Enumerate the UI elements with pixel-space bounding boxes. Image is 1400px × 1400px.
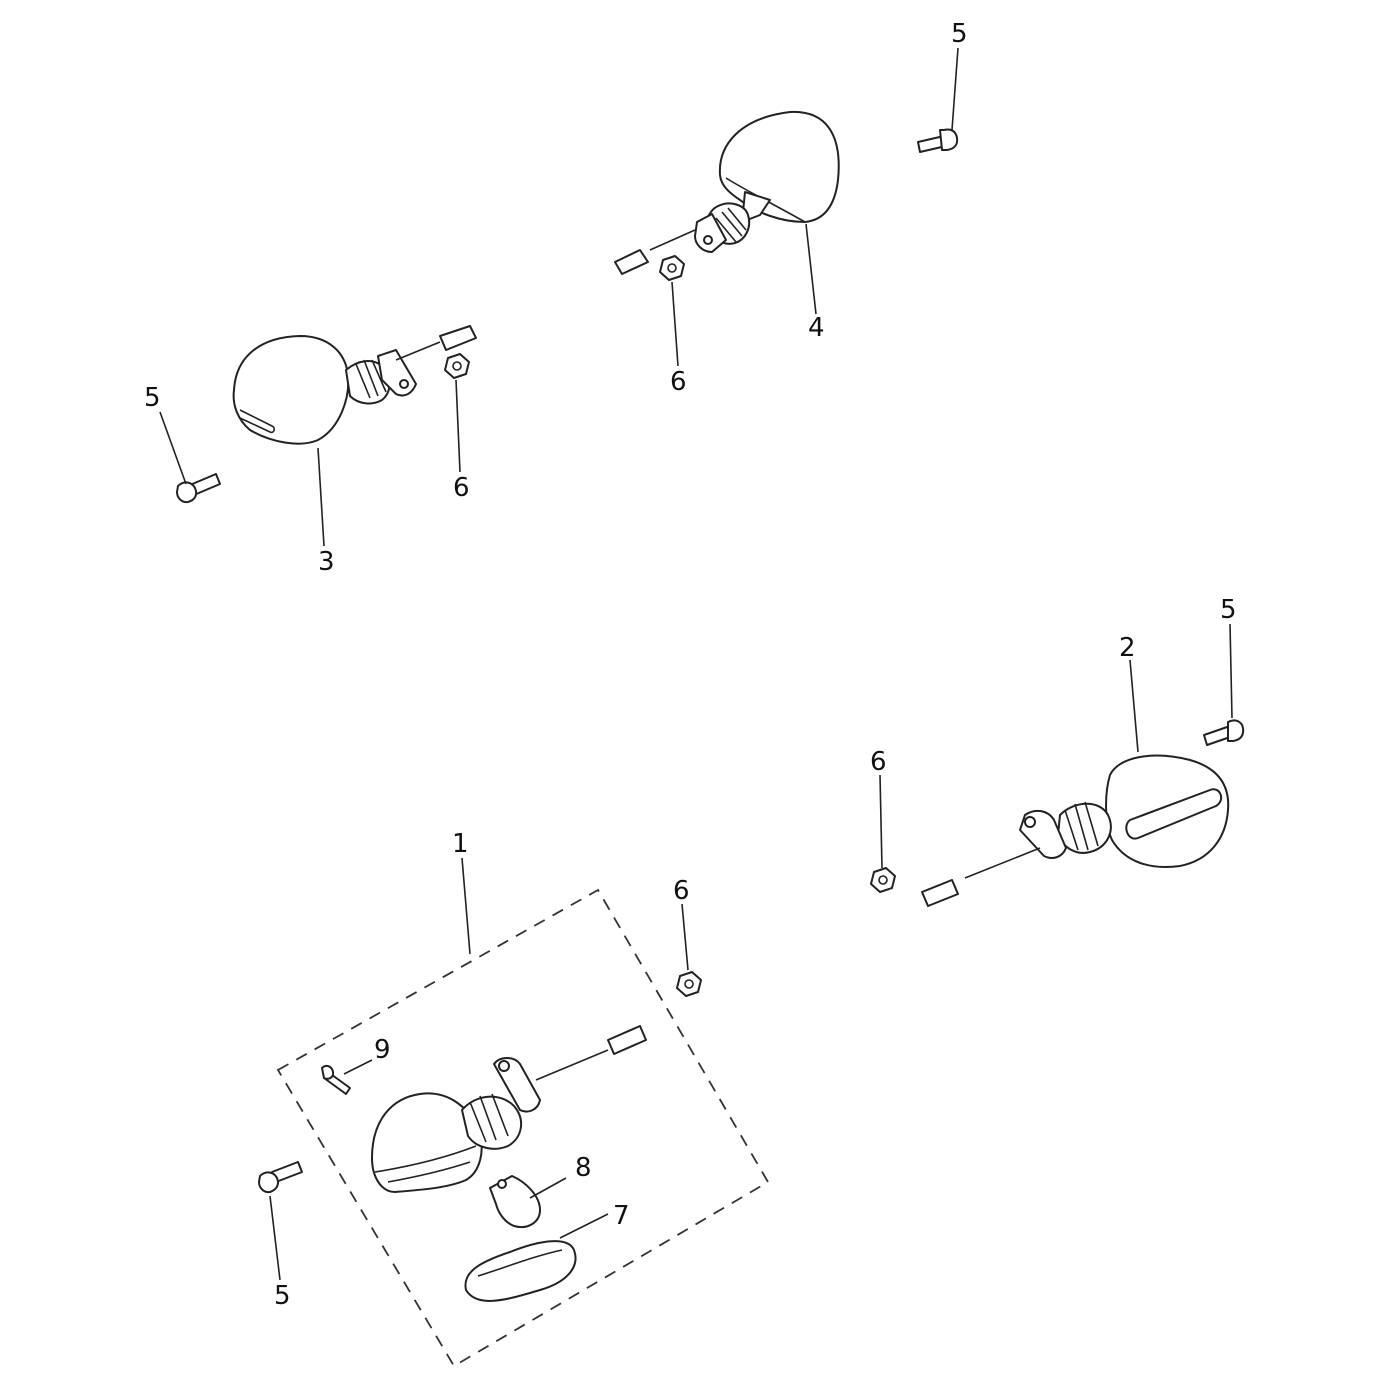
callout-5-left: 5 bbox=[144, 383, 161, 413]
nut-6-lower bbox=[676, 971, 702, 997]
bolt-5-top bbox=[917, 128, 959, 153]
callout-6-top: 6 bbox=[670, 367, 687, 397]
callout-1: 1 bbox=[452, 829, 469, 859]
callout-5-right: 5 bbox=[1220, 595, 1237, 625]
callout-6-lower: 6 bbox=[673, 876, 690, 906]
callout-9: 9 bbox=[374, 1035, 391, 1065]
nut-6-top bbox=[659, 255, 685, 281]
callout-3: 3 bbox=[318, 547, 335, 577]
callout-5-lower: 5 bbox=[274, 1281, 291, 1311]
indicator-assembly-1 bbox=[371, 1025, 647, 1193]
callout-7: 7 bbox=[613, 1201, 630, 1231]
nut-6-right bbox=[870, 867, 896, 893]
callout-6-right: 6 bbox=[870, 747, 887, 777]
bulb-8 bbox=[489, 1175, 541, 1228]
indicator-assembly-2 bbox=[921, 754, 1230, 907]
callout-6-left: 6 bbox=[453, 473, 470, 503]
callout-2: 2 bbox=[1119, 633, 1136, 663]
lens-7 bbox=[464, 1240, 577, 1302]
bolt-5-left bbox=[176, 473, 221, 504]
callout-5-top: 5 bbox=[951, 19, 968, 49]
indicator-assembly-3 bbox=[232, 325, 477, 445]
screw-9 bbox=[321, 1064, 351, 1095]
bolt-5-lower bbox=[258, 1161, 303, 1194]
leader-lines bbox=[159, 47, 1233, 1281]
callout-4: 4 bbox=[808, 313, 825, 343]
indicator-assembly-4 bbox=[614, 110, 840, 275]
bolt-5-right bbox=[1203, 719, 1245, 746]
kit-boundary-1 bbox=[276, 888, 770, 1368]
nut-6-left bbox=[444, 353, 470, 379]
callout-8: 8 bbox=[575, 1153, 592, 1183]
